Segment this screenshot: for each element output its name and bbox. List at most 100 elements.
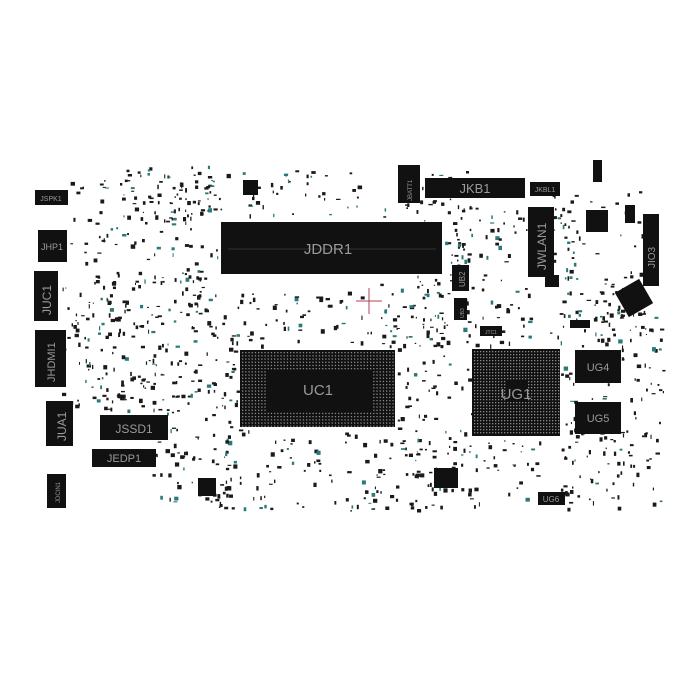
smd-pad: [79, 292, 82, 298]
smd-pad: [400, 288, 404, 293]
bga-ball: [302, 352, 305, 354]
component-jbatt1[interactable]: JBATT1: [398, 165, 420, 203]
bga-ball: [531, 360, 533, 362]
bga-ball: [389, 387, 391, 389]
bga-ball: [525, 411, 527, 413]
smd-pad: [428, 203, 433, 206]
component-jhdmi1[interactable]: JHDMI1: [35, 330, 66, 387]
bga-ball: [492, 414, 494, 416]
bga-ball: [389, 390, 391, 392]
component-ug5[interactable]: UG5: [575, 402, 621, 434]
bga-ball: [486, 366, 488, 368]
bga-ball: [360, 358, 362, 360]
smd-pad: [617, 506, 622, 511]
bga-ball: [510, 420, 512, 422]
component-jspk1[interactable]: JSPK1: [35, 190, 68, 205]
bga-ball: [474, 423, 476, 425]
bga-ball: [251, 400, 253, 402]
bga-ball: [534, 369, 536, 371]
bga-ball: [498, 354, 500, 356]
bga-ball: [318, 361, 321, 363]
bga-ball: [522, 375, 524, 377]
bga-ball: [347, 422, 349, 424]
bga-ball: [492, 357, 494, 359]
bga-ball: [495, 369, 497, 371]
component-jhp1[interactable]: JHP1: [38, 230, 67, 262]
smd-pad: [495, 242, 499, 246]
bga-ball: [286, 352, 289, 354]
smd-pad: [106, 408, 111, 410]
smd-pad: [78, 403, 80, 407]
smd-pad: [164, 174, 166, 179]
bga-ball: [522, 414, 524, 416]
component-ug4[interactable]: UG4: [575, 350, 621, 383]
component-uc1[interactable]: UC1: [240, 350, 395, 427]
component-jkbl1[interactable]: JKBL1: [530, 182, 560, 196]
smd-pad: [223, 315, 227, 320]
bga-ball: [264, 400, 266, 402]
component-jkb1[interactable]: JKB1: [425, 178, 525, 198]
component-ub3[interactable]: UB3: [454, 298, 467, 320]
bga-ball: [513, 369, 515, 371]
component-ub2[interactable]: UB2: [452, 265, 469, 291]
smd-pad: [200, 245, 204, 249]
bga-ball: [280, 364, 282, 367]
component-jedp1[interactable]: JEDP1: [92, 449, 156, 467]
smd-pad: [313, 482, 317, 487]
smd-pad: [422, 380, 426, 382]
bga-ball: [501, 369, 503, 371]
component-jssd1[interactable]: JSSD1: [100, 415, 168, 440]
smd-pad: [598, 471, 600, 474]
bga-ball: [540, 387, 542, 389]
smd-pad: [567, 247, 570, 251]
bga-ball: [486, 417, 488, 419]
bga-ball: [245, 358, 247, 360]
bga-ball: [389, 422, 391, 424]
smd-pad: [219, 504, 223, 507]
component-juc1[interactable]: JUC1: [34, 271, 58, 321]
smd-pad: [554, 194, 556, 199]
bga-ball: [558, 363, 560, 365]
smd-pad: [280, 186, 283, 190]
smd-pad: [586, 455, 588, 458]
smd-pad: [160, 281, 163, 285]
bga-ball: [507, 432, 509, 434]
bga-ball: [360, 368, 362, 370]
component-jua1[interactable]: JUA1: [46, 401, 73, 446]
smd-pad: [322, 192, 326, 196]
bga-ball: [376, 416, 378, 418]
bga-ball: [386, 374, 388, 376]
smd-pad: [527, 462, 529, 466]
smd-pad: [197, 295, 202, 298]
smd-pad: [432, 455, 437, 459]
smd-pad: [569, 276, 573, 279]
smd-pad: [262, 205, 264, 210]
smd-pad: [270, 182, 274, 188]
smd-pad: [324, 198, 326, 201]
smd-pad: [581, 345, 585, 348]
component-jio3[interactable]: JIO3: [643, 214, 659, 286]
smd-pad: [620, 431, 625, 434]
smd-pad: [174, 196, 176, 198]
bga-ball: [277, 364, 279, 367]
bga-ball: [286, 361, 289, 363]
component-jtc1[interactable]: JTC1: [480, 326, 502, 336]
smd-pad: [100, 348, 103, 352]
component-ug6[interactable]: UG6: [538, 492, 565, 505]
bga-ball: [549, 411, 551, 413]
bga-ball: [392, 422, 394, 424]
bga-ball: [495, 390, 497, 392]
bga-ball: [543, 408, 545, 410]
bga-ball: [360, 416, 362, 418]
bga-ball: [537, 396, 539, 398]
smd-pad: [523, 324, 525, 328]
component-ug1[interactable]: UG1: [472, 349, 560, 436]
component-jdcin1[interactable]: JDCIN1: [47, 474, 66, 508]
component-jddr1[interactable]: JDDR1: [221, 222, 442, 274]
bga-ball: [534, 402, 536, 404]
bga-ball: [274, 358, 276, 360]
smd-pad: [183, 217, 187, 222]
smd-pad: [419, 281, 421, 283]
bga-ball: [546, 381, 548, 383]
component-jwlan1[interactable]: JWLAN1: [528, 207, 554, 277]
